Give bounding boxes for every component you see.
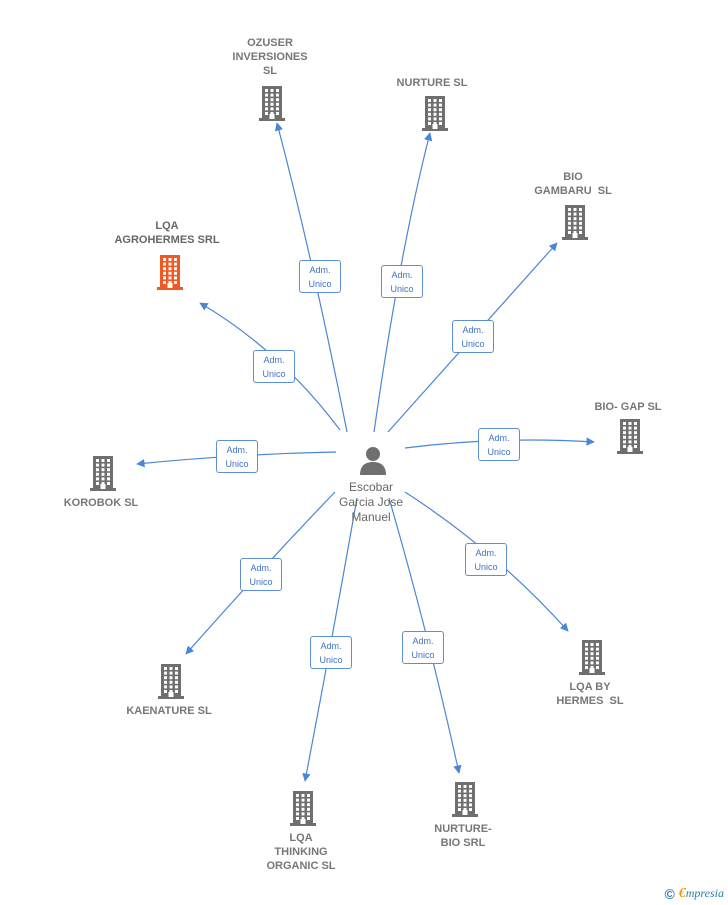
building-icon[interactable] (153, 254, 187, 290)
company-label-lqa-thinking[interactable]: LQA THINKING ORGANIC SL (266, 832, 336, 872)
role-badge[interactable]: Adm. Unico (452, 320, 494, 353)
role-badge[interactable]: Adm. Unico (381, 265, 423, 298)
role-badge[interactable]: Adm. Unico (299, 260, 341, 293)
building-icon[interactable] (154, 663, 188, 699)
role-badge[interactable]: Adm. Unico (478, 428, 520, 461)
person-name[interactable]: Escobar Garcia Jose Manuel (338, 480, 404, 524)
company-label-nurture[interactable]: NURTURE SL (396, 77, 468, 89)
building-icon[interactable] (613, 418, 647, 454)
building-icon[interactable] (448, 781, 482, 817)
company-label-ozuser[interactable]: OZUSER INVERSIONES SL (232, 37, 308, 77)
building-icon[interactable] (286, 790, 320, 826)
role-badge[interactable]: Adm. Unico (402, 631, 444, 664)
brand-logo[interactable]: €mpresia (679, 886, 724, 902)
company-label-lqa-by-hermes[interactable]: LQA BY HERMES SL (556, 681, 624, 707)
building-icon[interactable] (255, 85, 289, 121)
footer-brand: © €mpresia (664, 886, 724, 902)
building-icon[interactable] (575, 639, 609, 675)
company-label-nurture-bio[interactable]: NURTURE- BIO SRL (434, 823, 492, 849)
role-badge[interactable]: Adm. Unico (253, 350, 295, 383)
person-icon[interactable] (357, 444, 389, 476)
role-badge[interactable]: Adm. Unico (310, 636, 352, 669)
brand-logo-text: mpresia (685, 886, 724, 900)
company-label-kaenature[interactable]: KAENATURE SL (126, 705, 212, 717)
role-badge[interactable]: Adm. Unico (465, 543, 507, 576)
building-icon[interactable] (418, 95, 452, 131)
company-label-lqa-agrohermes[interactable]: LQA AGROHERMES SRL (114, 220, 220, 246)
copyright-icon: © (664, 886, 675, 902)
building-icon[interactable] (86, 455, 120, 491)
role-badge[interactable]: Adm. Unico (240, 558, 282, 591)
building-icon[interactable] (558, 204, 592, 240)
brand-logo-e: € (678, 886, 686, 901)
company-label-bio-gambaru[interactable]: BIO GAMBARU SL (534, 171, 612, 197)
role-badge[interactable]: Adm. Unico (216, 440, 258, 473)
company-label-korobok[interactable]: KOROBOK SL (63, 497, 139, 509)
company-label-bio-gap[interactable]: BIO- GAP SL (594, 401, 662, 413)
